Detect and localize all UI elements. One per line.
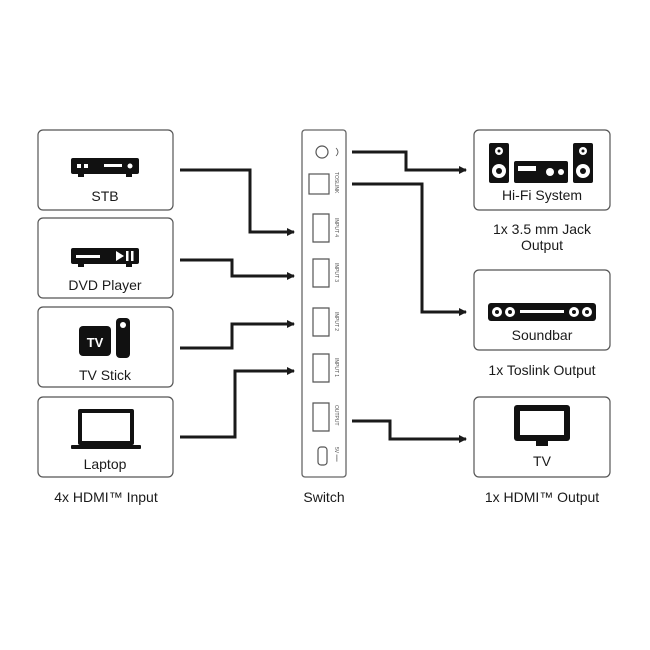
switch-device: TOSLINK INPUT 4 INPUT 3 INPUT 2 INPUT 1 …: [301, 129, 347, 478]
hifi-system-icon: [489, 143, 593, 183]
inputs-caption: 4x HDMI™ Input: [54, 489, 158, 505]
input-box-dvd: DVD Player: [37, 217, 174, 299]
input-label-dvd: DVD Player: [68, 277, 141, 293]
input3-port-label: INPUT 3: [333, 263, 339, 282]
soundbar-caption: 1x Toslink Output: [488, 362, 595, 378]
input1-port-label: INPUT 1: [333, 358, 339, 377]
input2-port-label: INPUT 2: [333, 312, 339, 331]
output-box-hifi: Hi-Fi System: [473, 129, 611, 211]
set-top-box-icon: [71, 158, 139, 177]
tv-stick-icon-text: TV: [87, 335, 104, 350]
input1-port: INPUT 1: [312, 353, 339, 383]
hifi-caption-line1: 1x 3.5 mm Jack: [493, 221, 592, 237]
toslink-port-label: TOSLINK: [333, 172, 339, 194]
hifi-caption-line2: Output: [521, 237, 563, 253]
input-label-laptop: Laptop: [84, 456, 127, 472]
connector-stb: [180, 168, 295, 236]
audio-jack-port: [315, 145, 339, 159]
tv-caption: 1x HDMI™ Output: [485, 489, 599, 505]
output-box-tv: TV: [473, 396, 611, 478]
connector-dvd: [180, 258, 295, 280]
input-label-stb: STB: [91, 188, 118, 204]
input2-port: INPUT 2: [312, 307, 339, 337]
output-port-label: OUTPUT: [333, 405, 339, 426]
output-label-tv: TV: [533, 453, 552, 469]
connector-tv-stick: [180, 320, 295, 350]
connector-hifi: [352, 150, 467, 174]
connector-laptop: [180, 367, 295, 439]
input-box-stb: STB: [37, 129, 174, 211]
tv-stick-icon: TV: [79, 318, 130, 358]
connector-soundbar: [352, 182, 467, 316]
input3-port: INPUT 3: [312, 258, 339, 288]
tv-icon: [514, 405, 570, 446]
output-connections: [352, 150, 467, 443]
input-label-tv-stick: TV Stick: [79, 367, 132, 383]
input4-port-label: INPUT 4: [333, 218, 339, 237]
connector-tv: [352, 419, 467, 443]
input-box-laptop: Laptop: [37, 396, 174, 478]
toslink-port: TOSLINK: [308, 172, 339, 195]
input-box-tv-stick: TV TV Stick: [37, 306, 174, 388]
power-port-label: 5V ══: [333, 447, 339, 462]
input4-port: INPUT 4: [312, 213, 339, 243]
output-label-soundbar: Soundbar: [512, 327, 573, 343]
output-label-hifi: Hi-Fi System: [502, 187, 582, 203]
laptop-icon: [71, 409, 141, 449]
switch-caption: Switch: [303, 489, 344, 505]
output-port: OUTPUT: [312, 402, 339, 432]
power-port: 5V ══: [317, 446, 339, 466]
dvd-player-icon: [71, 248, 139, 267]
output-box-soundbar: Soundbar: [473, 269, 611, 351]
soundbar-icon: [488, 303, 596, 321]
input-connections: [180, 168, 295, 439]
